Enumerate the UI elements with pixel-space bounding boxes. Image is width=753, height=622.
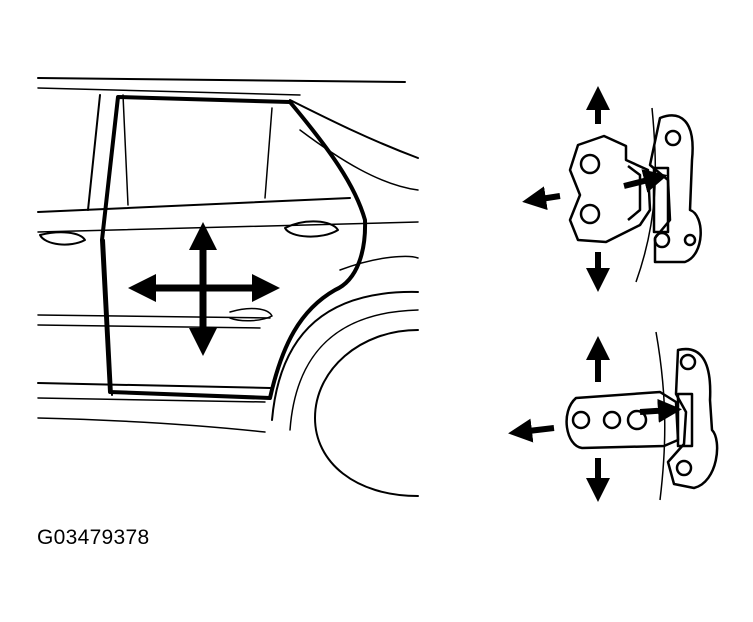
body-edge-lower	[655, 331, 666, 501]
front-door-handle	[39, 231, 86, 246]
window-divider	[264, 107, 273, 199]
c-pillar-lower	[299, 129, 419, 191]
vehicle-side-view	[37, 77, 419, 497]
lower-hinge	[565, 331, 719, 501]
lower-hinge-bolt-2	[602, 410, 622, 430]
rear-wheel-arch-inner	[289, 309, 419, 431]
upper-hinge-arrow-left	[522, 186, 561, 211]
upper-hinge-body-bracket	[648, 114, 702, 264]
rear-wheel-arch	[271, 290, 419, 421]
upper-hinge-bolt-b	[653, 231, 671, 249]
upper-hinge	[568, 107, 702, 283]
upper-hinge-bolt-c	[683, 233, 697, 247]
door-outline	[100, 95, 368, 400]
character-line-2	[37, 324, 261, 329]
lower-hinge-arrows	[508, 336, 682, 502]
upper-hinge-bolt-bottom	[579, 203, 601, 225]
lower-hinge-door-bracket	[565, 390, 680, 450]
lower-hinge-bolt-3	[626, 409, 648, 431]
upper-hinge-door-bracket	[568, 134, 652, 244]
lower-hinge-arrow-left	[508, 418, 555, 443]
rocker-line-3	[37, 417, 266, 433]
upper-hinge-bolt-a	[664, 129, 682, 147]
belt-line	[37, 197, 351, 213]
upper-hinge-arrows	[522, 86, 668, 292]
belt-line-lower	[37, 221, 419, 233]
rocker-line-2	[37, 397, 266, 403]
window-frame-front	[87, 94, 101, 211]
upper-hinge-inner	[627, 165, 642, 221]
window-pillar	[122, 94, 129, 206]
roof-line-lower	[37, 87, 301, 96]
front-door-edge	[103, 239, 113, 396]
roof-line	[37, 77, 406, 83]
character-line	[37, 314, 271, 319]
c-pillar	[289, 99, 419, 159]
upper-hinge-arrow-right	[623, 169, 668, 193]
upper-hinge-bolt-top	[579, 153, 601, 175]
side-molding	[229, 307, 273, 322]
upper-hinge-pin	[652, 166, 670, 234]
lower-hinge-bolt-b	[675, 459, 693, 477]
rocker-line-1	[37, 382, 271, 389]
lower-hinge-arrow-right	[639, 398, 682, 423]
lower-hinge-bolt-a	[679, 353, 697, 371]
rear-fender	[339, 255, 419, 271]
door-adjust-arrows	[128, 222, 280, 356]
rear-wheel	[314, 329, 419, 497]
figure-code: G03479378	[37, 526, 150, 549]
lower-hinge-bolt-1	[571, 410, 591, 430]
lower-hinge-body-bracket	[666, 347, 719, 490]
rear-door-handle	[284, 220, 339, 238]
